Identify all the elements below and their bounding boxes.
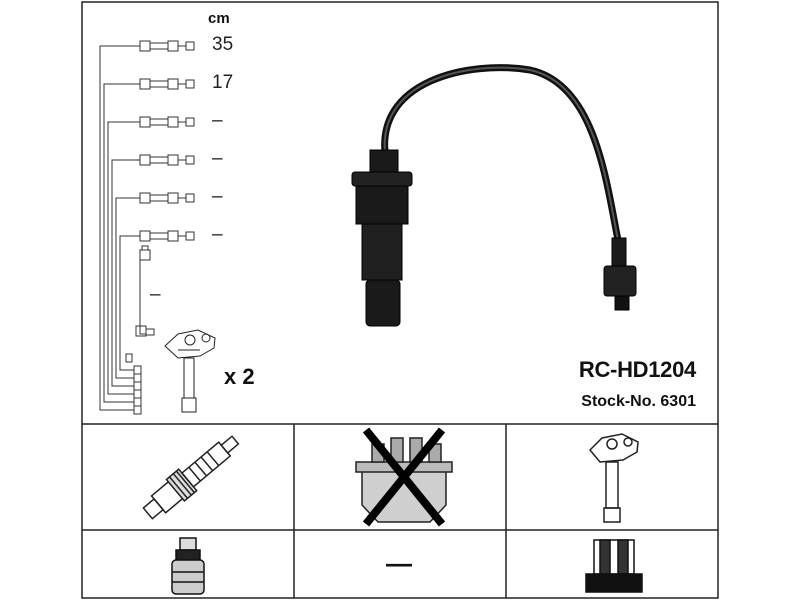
wire-length-4: – [212,148,223,169]
missing-component-dash: — [386,548,412,578]
wire-length-3: – [212,110,223,131]
connector-icon [171,537,205,595]
wire-row-connectors [135,40,195,337]
stock-number: Stock-No. 6301 [581,393,696,410]
frame-grid [81,1,719,599]
coil-multiplier: x 2 [224,364,255,389]
part-number: RC-HD1204 [578,357,696,382]
wire-length-1: 35 [212,34,234,55]
wire-set-legend [99,40,216,415]
ignition-coil-icon [588,433,639,523]
terminal-stack [125,353,142,415]
distributor-cap-icon [355,427,453,527]
ignition-lead-drawing [351,64,637,327]
spark-plug-icon [142,435,240,520]
length-unit: cm [208,10,230,27]
wire-length-6: – [212,224,223,245]
ignition-coil-small [164,329,216,413]
wire-length-2: 17 [212,72,234,93]
ignition-module-icon [585,539,643,593]
wire-length-5: – [212,186,223,207]
side-wire-length: – [150,284,161,305]
